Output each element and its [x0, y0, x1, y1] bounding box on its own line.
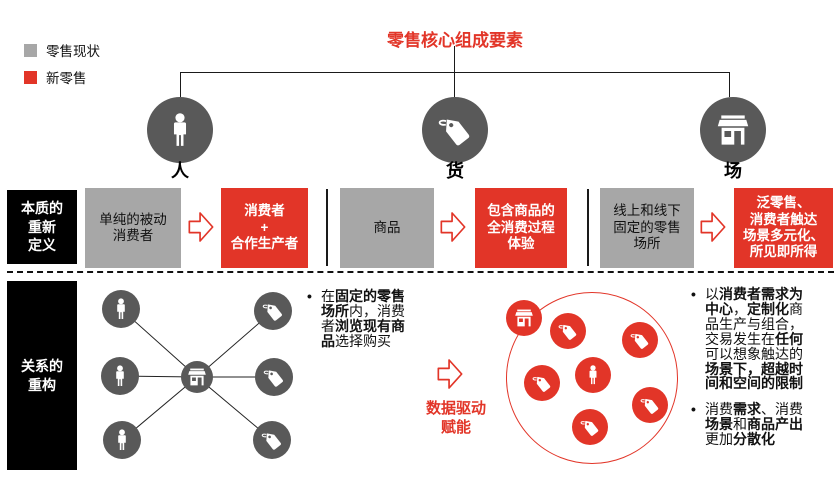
- bullet-marker: •: [691, 286, 696, 302]
- page-title: 零售核心组成要素: [387, 31, 523, 50]
- current-state-box-people: 单纯的被动 消费者: [85, 188, 181, 268]
- bracket-stem-title: [454, 46, 455, 72]
- column-divider: [326, 189, 328, 266]
- store-icon: [506, 300, 542, 336]
- new-retail-box-goods: 包含商品的 全消费过程 体验: [475, 188, 567, 268]
- bracket-bar: [180, 72, 730, 73]
- person-icon: [147, 97, 213, 163]
- tag-icon: [632, 387, 668, 423]
- old-model-note: • 在固定的零售场所内，消费者浏览现有商品选择购买: [307, 289, 411, 349]
- data-driven-arrow-icon: [436, 355, 464, 393]
- bracket-stem-mid: [454, 72, 455, 97]
- tag-icon: [422, 97, 488, 163]
- legend-item-new-retail: 新零售: [24, 67, 100, 87]
- tag-icon: [524, 365, 560, 401]
- column-divider: [587, 189, 589, 266]
- current-state-box-goods: 商品: [340, 188, 434, 268]
- tag-icon: [572, 409, 608, 445]
- legend: 零售现状 新零售: [24, 40, 100, 87]
- gray-swatch-icon: [24, 43, 37, 57]
- tag-icon: [550, 313, 586, 349]
- bracket-stem-right: [729, 72, 730, 97]
- pillar-label-place: 场: [724, 161, 742, 181]
- tag-icon: [622, 322, 658, 358]
- new-model-note-1-text: 以消费者需求为中心，定制化商品生产与组合，交易发生在任何可以想象触达的场景下，超…: [705, 286, 803, 392]
- row-label-restructure: 关系的 重构: [7, 281, 77, 470]
- legend-item-current-retail: 零售现状: [24, 40, 100, 60]
- bullet-marker: •: [307, 288, 312, 304]
- bracket-stem-left: [180, 72, 181, 97]
- legend-label: 新零售: [46, 71, 87, 86]
- pillar-label-goods: 货: [446, 161, 464, 181]
- store-icon: [700, 97, 766, 163]
- current-state-box-place: 线上和线下 固定的零售 场所: [600, 188, 694, 268]
- row-divider-dashed: [7, 271, 834, 273]
- legend-label: 零售现状: [46, 44, 100, 59]
- old-retail-network: [101, 290, 293, 459]
- new-model-note-2: • 消费需求、消费场景和商品产出更加分散化: [691, 402, 840, 447]
- new-retail-box-people: 消费者 + 合作生产者: [221, 188, 308, 268]
- new-retail-scope-circle: [506, 292, 678, 464]
- row-label-redefinition: 本质的 重新 定义: [7, 190, 77, 264]
- red-swatch-icon: [24, 70, 37, 84]
- new-retail-box-place: 泛零售、 消费者触达 场景多元化、 所见即所得: [734, 188, 833, 268]
- old-model-note-text: 在固定的零售场所内，消费者浏览现有商品选择购买: [321, 288, 405, 349]
- transform-arrow-icon: [439, 207, 467, 247]
- pillar-label-people: 人: [171, 161, 189, 181]
- bullet-marker: •: [691, 401, 696, 417]
- new-model-note-2-text: 消费需求、消费场景和商品产出更加分散化: [705, 401, 803, 447]
- transform-arrow-icon: [699, 207, 727, 247]
- person-icon: [575, 357, 611, 393]
- new-model-note-1: • 以消费者需求为中心，定制化商品生产与组合，交易发生在任何可以想象触达的场景下…: [691, 287, 840, 391]
- transform-arrow-icon: [187, 207, 215, 247]
- data-driven-label: 数据驱动 赋能: [425, 400, 486, 437]
